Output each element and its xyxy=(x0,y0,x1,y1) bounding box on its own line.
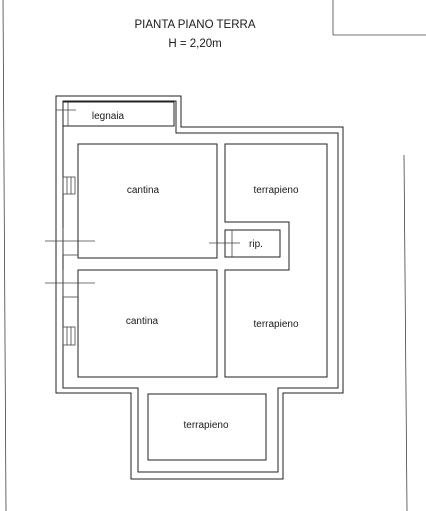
room-terrapieno-right xyxy=(224,143,328,378)
door-symbols xyxy=(45,228,95,298)
plan-title: PIANTA PIANO TERRA xyxy=(135,19,256,31)
room-label-terrapieno-bottom: terrapieno xyxy=(183,420,228,431)
room-terrapieno-bottom: terrapieno xyxy=(147,393,267,461)
room-label-terrapieno-right-bottom: terrapieno xyxy=(253,319,298,330)
plan-height-note: H = 2,20m xyxy=(168,38,221,50)
window-symbols xyxy=(62,176,76,346)
room-label-legnaia: legnaia xyxy=(92,111,125,122)
building-inner-wall xyxy=(62,100,339,473)
room-cantina-top: cantina xyxy=(77,143,218,259)
room-label-cantina-top: cantina xyxy=(127,185,160,196)
room-label-terrapieno-right-top: terrapieno xyxy=(253,185,298,196)
room-label-cantina-bottom: cantina xyxy=(126,316,159,327)
room-legnaia: legnaia xyxy=(56,101,175,127)
room-label-rip: rip. xyxy=(249,239,263,250)
building-outer-wall xyxy=(55,95,344,480)
room-ripostiglio: rip. xyxy=(209,229,281,258)
room-cantina-bottom: cantina xyxy=(77,269,218,378)
